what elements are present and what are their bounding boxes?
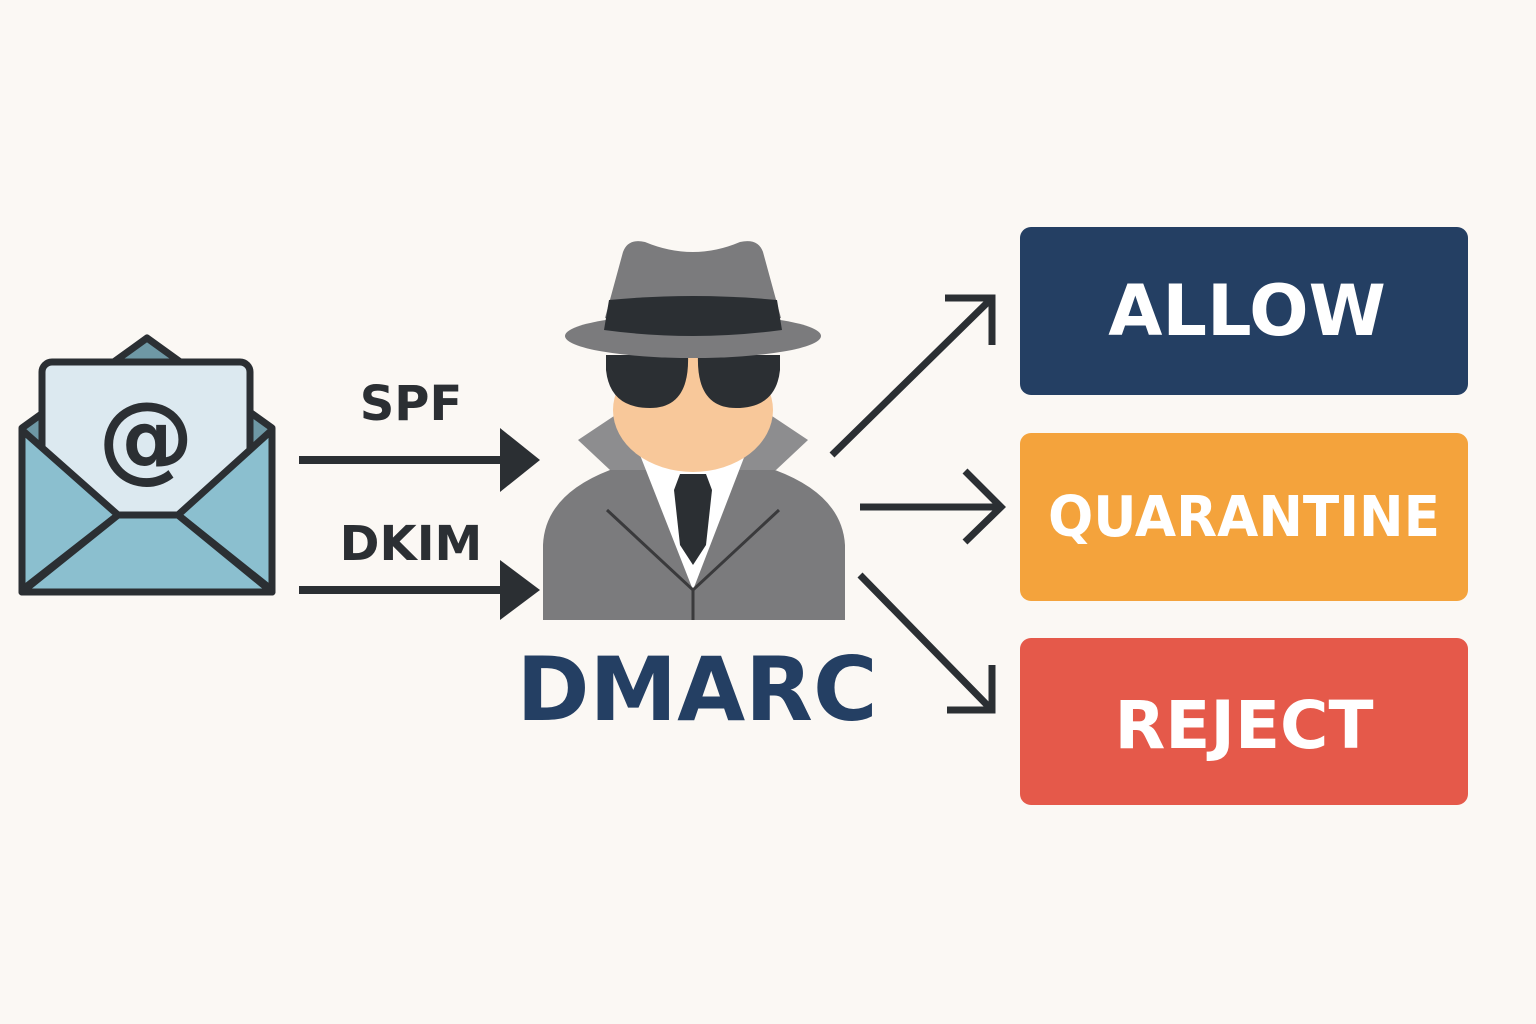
- dkim-label: DKIM: [340, 516, 483, 572]
- spf-arrow: [299, 428, 540, 492]
- quarantine-arrow: [860, 468, 1006, 545]
- allow-arrow: [829, 294, 996, 458]
- spf-label: SPF: [360, 376, 463, 432]
- quarantine-label: QUARANTINE: [1048, 485, 1440, 550]
- at-sign-icon: @: [98, 381, 194, 493]
- dmarc-title: DMARC: [516, 638, 877, 741]
- email-envelope-icon: @: [18, 334, 276, 596]
- dkim-arrow: [299, 560, 540, 620]
- reject-box: REJECT: [1020, 638, 1468, 805]
- quarantine-box: QUARANTINE: [1020, 433, 1468, 601]
- spy-agent-icon: [543, 241, 845, 620]
- reject-arrow: [857, 572, 996, 714]
- reject-label: REJECT: [1114, 687, 1373, 764]
- allow-label: ALLOW: [1108, 270, 1386, 352]
- allow-box: ALLOW: [1020, 227, 1468, 395]
